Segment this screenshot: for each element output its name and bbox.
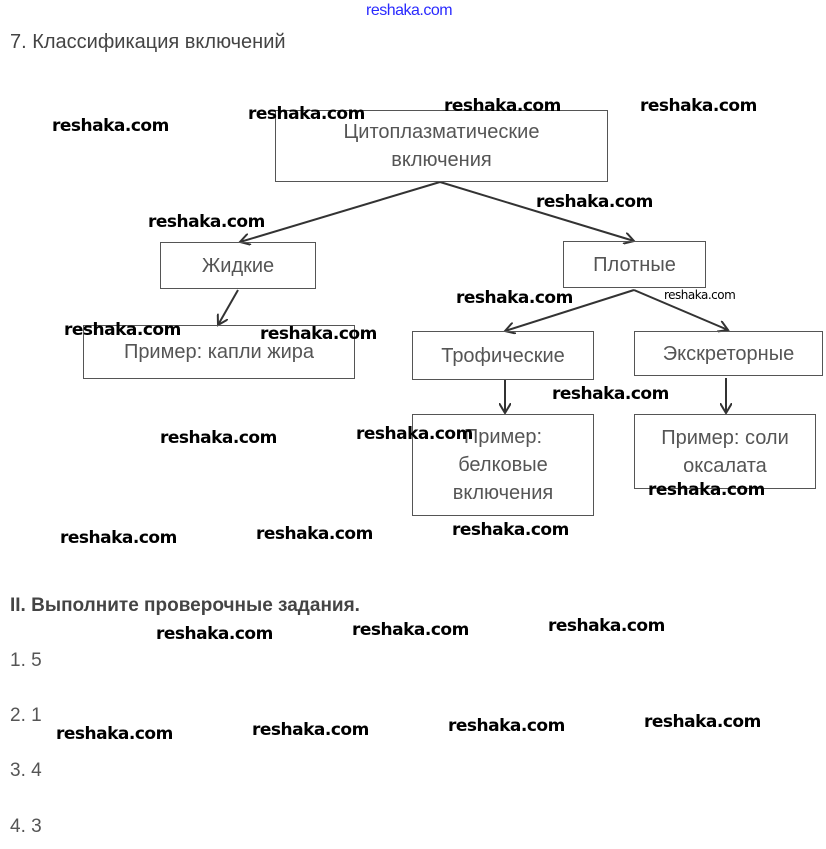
arrow xyxy=(633,289,728,330)
answer-item: 4. 3 xyxy=(10,816,42,837)
node-text: включения xyxy=(452,482,554,504)
answer-item: 2. 1 xyxy=(10,705,42,726)
arrow xyxy=(240,181,441,242)
node-liquid-example: Пример: капли жира xyxy=(83,325,355,379)
site-watermark-link[interactable]: reshaka.com xyxy=(366,2,453,19)
watermark: reshaka.com xyxy=(664,288,736,302)
watermark: reshaka.com xyxy=(352,620,469,640)
watermark: reshaka.com xyxy=(356,424,473,444)
watermark: reshaka.com xyxy=(60,528,177,548)
watermark: reshaka.com xyxy=(64,320,181,340)
answer-item: 1. 5 xyxy=(10,650,42,671)
watermark: reshaka.com xyxy=(644,712,761,732)
watermark: reshaka.com xyxy=(448,716,565,736)
node-text: Цитоплазматические xyxy=(343,121,540,143)
node-cytoplasmic-inclusions: Цитоплазматические включения xyxy=(275,110,608,182)
node-text: включения xyxy=(391,149,492,171)
watermark: reshaka.com xyxy=(252,720,369,740)
watermark: reshaka.com xyxy=(56,724,173,744)
watermark: reshaka.com xyxy=(552,384,669,404)
node-trophic-example: Пример: белковые включения xyxy=(412,414,594,516)
node-text: оксалата xyxy=(683,454,767,477)
watermark: reshaka.com xyxy=(248,104,365,124)
watermark: reshaka.com xyxy=(156,624,273,644)
watermark: reshaka.com xyxy=(148,212,265,232)
node-text: Пример: соли xyxy=(661,426,789,449)
section-heading: 7. Классификация включений xyxy=(10,31,286,53)
watermark: reshaka.com xyxy=(536,192,653,212)
watermark: reshaka.com xyxy=(456,288,573,308)
node-trophic: Трофические xyxy=(412,331,594,380)
watermark: reshaka.com xyxy=(444,96,561,116)
node-excretory: Экскреторные xyxy=(634,331,823,376)
arrow xyxy=(505,289,635,331)
node-excretory-example: Пример: соли оксалата xyxy=(634,414,816,489)
answer-item: 3. 4 xyxy=(10,760,42,781)
arrow xyxy=(218,289,239,325)
arrow xyxy=(439,181,634,241)
watermark: reshaka.com xyxy=(640,96,757,116)
watermark: reshaka.com xyxy=(256,524,373,544)
watermark: reshaka.com xyxy=(160,428,277,448)
watermark: reshaka.com xyxy=(452,520,569,540)
watermark: reshaka.com xyxy=(260,324,377,344)
watermark: reshaka.com xyxy=(548,616,665,636)
node-liquid: Жидкие xyxy=(160,242,316,289)
node-text: белковые xyxy=(458,454,548,476)
watermark: reshaka.com xyxy=(52,116,169,136)
node-text: Пример: xyxy=(463,426,543,448)
section-2-title: II. Выполните проверочные задания. xyxy=(10,595,360,616)
node-dense: Плотные xyxy=(563,241,706,288)
watermark: reshaka.com xyxy=(648,480,765,500)
